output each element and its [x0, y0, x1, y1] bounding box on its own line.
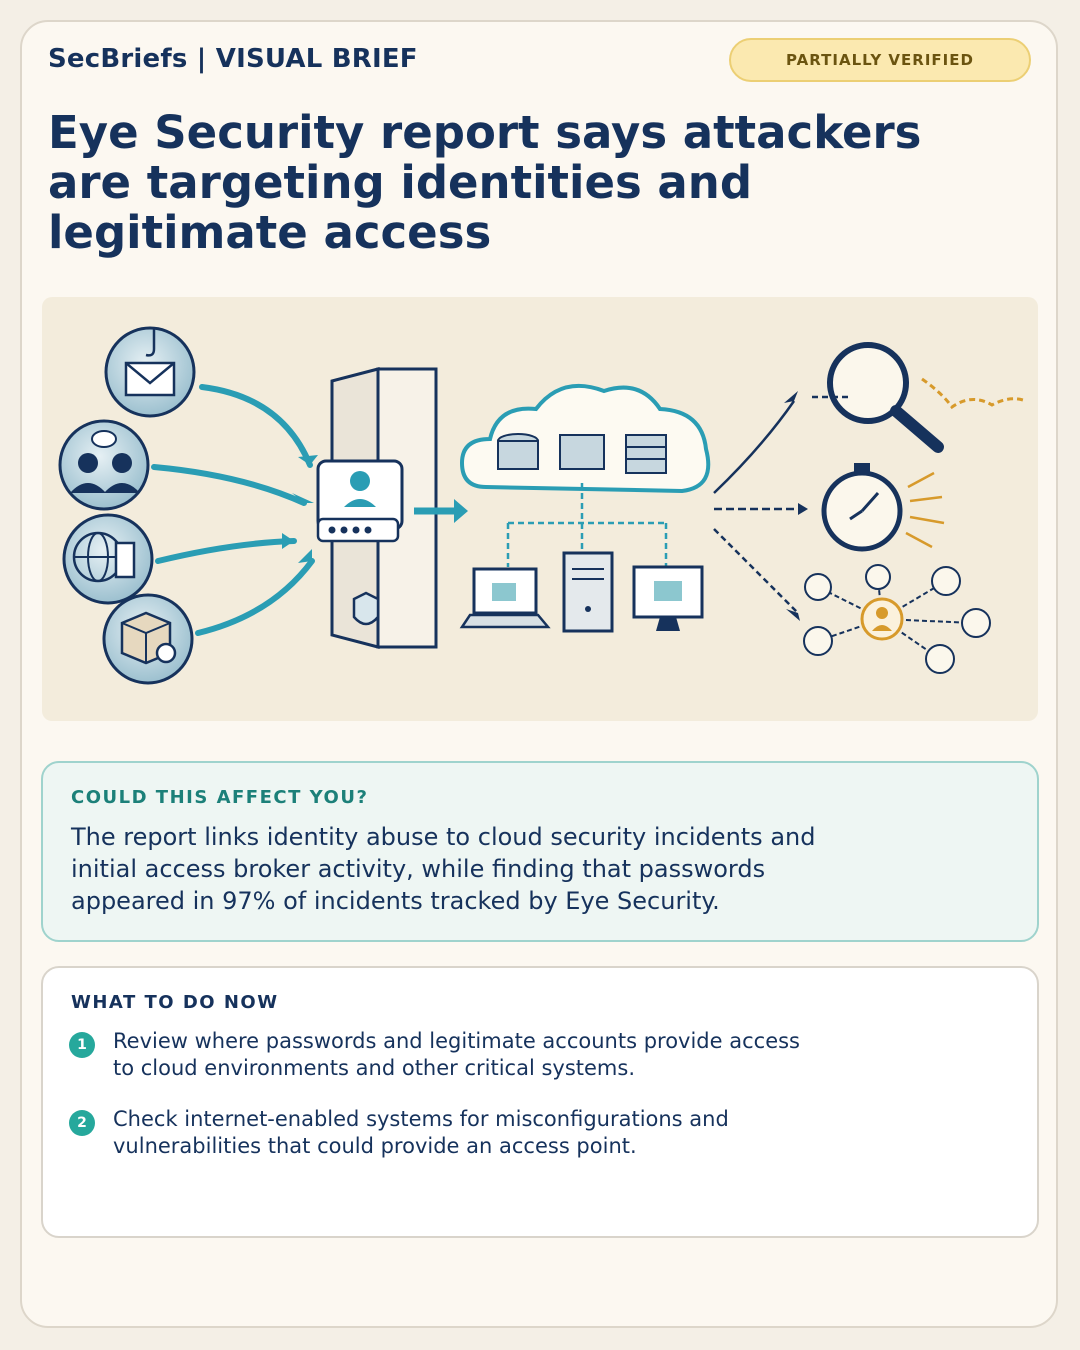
- step-number-badge: 1: [69, 1032, 95, 1058]
- step-text: Check internet-enabled systems for misco…: [113, 1107, 729, 1158]
- magnifier-icon: [812, 342, 1027, 453]
- affect-heading: COULD THIS AFFECT YOU?: [71, 787, 369, 808]
- what-to-do-panel: WHAT TO DO NOW 1 Review where passwords …: [41, 966, 1039, 1238]
- laptop-icon: [459, 567, 551, 629]
- status-badge: PARTIALLY VERIFIED: [729, 38, 1031, 82]
- phishing-email-icon: [104, 326, 196, 418]
- brand-title: SecBriefs | VISUAL BRIEF: [48, 44, 418, 74]
- outcome-arrows: [713, 400, 799, 614]
- step-text: Review where passwords and legitimate ac…: [113, 1029, 800, 1080]
- server-tower-icon: [562, 551, 614, 633]
- todo-heading: WHAT TO DO NOW: [71, 992, 279, 1013]
- stopwatch-icon: [821, 463, 945, 552]
- network-links: [506, 483, 668, 567]
- arrow-heads: [282, 455, 318, 563]
- network-people-icon: [803, 564, 991, 674]
- social-engineering-icon: [58, 419, 150, 511]
- could-this-affect-you-panel: COULD THIS AFFECT YOU? The report links …: [41, 761, 1039, 942]
- page-title: Eye Security report says attackers are t…: [48, 106, 922, 259]
- affect-body-text: The report links identity abuse to cloud…: [71, 823, 816, 915]
- monitor-icon: [632, 565, 704, 631]
- supply-chain-icon: [102, 593, 194, 685]
- attack-flow-arrows: [151, 384, 315, 636]
- exposed-server-icon: [62, 513, 154, 605]
- cloud-icon: [459, 383, 711, 494]
- step-number-badge: 2: [69, 1110, 95, 1136]
- hero-illustration: [42, 297, 1038, 721]
